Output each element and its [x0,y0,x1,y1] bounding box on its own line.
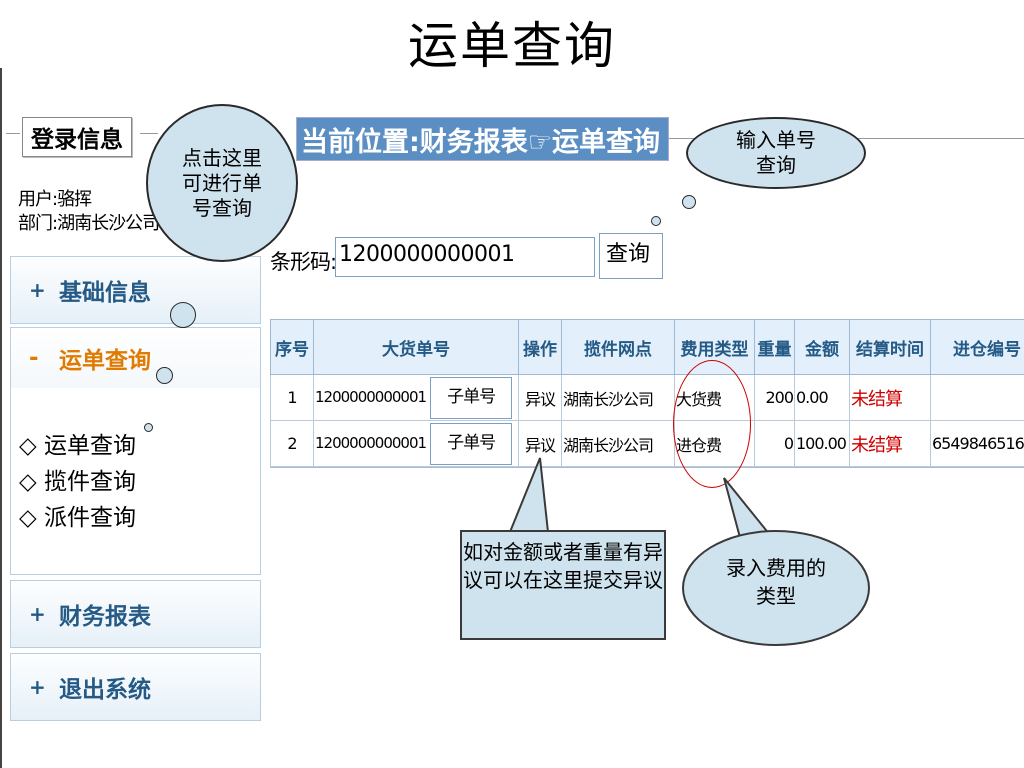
left-border-line [0,68,2,768]
submenu-item-delivery-query[interactable]: ◇ 派件查询 [19,505,136,531]
breadcrumb: 当前位置:财务报表☞运单查询 [296,117,669,161]
thought-bubble-dot [170,302,196,328]
fee-type-callout: 录入费用的类型 [682,530,870,646]
column-header: 揽件网点 [561,319,675,375]
column-header: 金额 [794,319,850,375]
sub-number-button[interactable]: 子单号 [430,422,513,465]
menu-label: 财务报表 [59,604,151,630]
callout-text: 录入费用的类型 [726,556,826,608]
cell-warehouse-no [930,374,1024,421]
cell-waybill: 1200000000001 子单号 [313,374,519,421]
menu-waybill-query: - 运单查询 ◇ 运单查询 ◇ 揽件查询 ◇ 派件查询 [10,327,261,575]
cell-seq: 1 [270,374,314,421]
thought-bubble-dot [156,367,173,384]
waybill-number: 1200000000001 [315,387,427,406]
click-here-callout: 点击这里可进行单号查询 [146,104,298,262]
menu-finance-report[interactable]: + 财务报表 [10,580,261,648]
table-header-row: 序号 大货单号 操作 揽件网点 费用类型 重量 金额 结算时间 进仓编号 [270,319,1024,375]
barcode-input[interactable]: 1200000000001 [335,237,595,277]
callout-text: 点击这里可进行单号查询 [182,145,262,220]
menu-basic-info[interactable]: + 基础信息 [10,256,261,324]
sub-number-button[interactable]: 子单号 [430,376,513,419]
column-header: 进仓编号 [930,319,1024,375]
collapse-icon: - [29,345,39,371]
submenu-list: ◇ 运单查询 ◇ 揽件查询 ◇ 派件查询 [19,428,136,536]
cell-warehouse-no: 6549846516 [930,420,1024,467]
column-header: 大货单号 [313,319,519,375]
user-department: 部门:湖南长沙公司 [18,213,160,234]
expand-icon: + [29,675,46,699]
cell-settle-time: 未结算 [849,374,931,421]
login-info-legend: 登录信息 [22,117,132,157]
cell-outlet: 湖南长沙公司 [561,420,675,467]
menu-label: 运单查询 [59,348,151,374]
submenu-item-waybill-query[interactable]: ◇ 运单查询 [19,433,136,459]
barcode-label: 条形码: [270,250,337,274]
dispute-link[interactable]: 异议 [518,374,562,421]
thought-bubble-dot [651,216,661,226]
waybill-number: 1200000000001 [315,433,427,452]
column-header: 结算时间 [849,319,931,375]
login-frame-line [6,133,20,134]
column-header: 操作 [518,319,562,375]
user-name: 用户:骆挥 [18,189,92,210]
cell-settle-time: 未结算 [849,420,931,467]
expand-icon: + [29,602,46,626]
dispute-callout-pointer [508,457,550,533]
menu-label: 基础信息 [59,280,151,306]
thought-bubble-dot [682,195,696,209]
thought-bubble-dot [144,423,153,432]
slide-title: 运单查询 [408,17,616,75]
user-info: 用户:骆挥 部门:湖南长沙公司 [18,188,160,236]
expand-icon: + [29,278,46,302]
dispute-callout: 如对金额或者重量有异议可以在这里提交异议 [460,530,666,640]
input-number-callout: 输入单号查询 [686,117,866,189]
menu-label: 退出系统 [59,677,151,703]
submenu-item-pickup-query[interactable]: ◇ 揽件查询 [19,469,136,495]
menu-waybill-query-header[interactable]: - 运单查询 [11,328,260,388]
login-frame-line [140,133,158,134]
menu-logout[interactable]: + 退出系统 [10,653,261,721]
table-bottom-line [270,467,1024,468]
fee-type-highlight-circle [673,360,751,488]
callout-text: 输入单号查询 [736,128,816,177]
query-button[interactable]: 查询 [599,233,663,279]
cell-waybill: 1200000000001 子单号 [313,420,519,467]
